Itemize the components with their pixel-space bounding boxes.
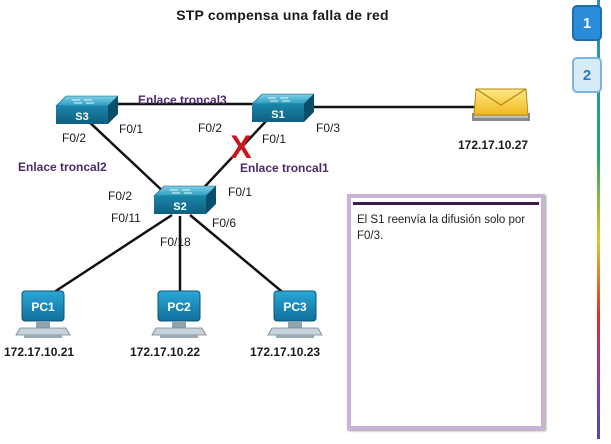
port-s2-f06: F0/6 (212, 216, 236, 230)
port-s2-f01: F0/1 (228, 185, 252, 199)
port-s2-f02: F0/2 (108, 189, 132, 203)
pc3-ip: 172.17.10.23 (250, 345, 320, 359)
slide-progress-strip (597, 0, 600, 439)
port-s1-f02: F0/2 (198, 121, 222, 135)
slide-2-button[interactable]: 2 (572, 57, 602, 93)
links (41, 102, 482, 302)
pc2-icon[interactable]: PC2 (151, 290, 207, 338)
port-s3-f02: F0/2 (62, 131, 86, 145)
label-trunk3: Enlace troncal3 (138, 93, 227, 107)
link-s1-s2-trunk1 (195, 118, 269, 197)
switch-s2-label: S2 (173, 201, 186, 213)
link-failure-x-icon: X (230, 129, 252, 165)
switch-s1-label: S1 (271, 109, 284, 121)
switch-s3[interactable]: S3 (55, 95, 119, 124)
port-s2-f011: F0/11 (111, 211, 141, 225)
link-s2-pc3 (189, 214, 293, 301)
switch-s3-label: S3 (75, 111, 88, 123)
label-trunk2: Enlace troncal2 (18, 160, 107, 174)
pc1-label: PC1 (31, 300, 55, 314)
link-s3-s2-trunk2 (84, 117, 169, 197)
switch-s1[interactable]: S1 (251, 93, 315, 122)
pc3-icon[interactable]: PC3 (267, 290, 323, 338)
pc3-label: PC3 (283, 300, 307, 314)
email-host-ip: 172.17.10.27 (458, 138, 528, 152)
port-s1-f01: F0/1 (262, 132, 286, 146)
pc2-label: PC2 (167, 300, 191, 314)
email-host-icon[interactable] (472, 88, 530, 121)
note-header-bar (353, 202, 539, 205)
port-s3-f01: F0/1 (119, 122, 143, 136)
diagram-title: STP compensa una falla de red (176, 7, 389, 23)
link-s2-pc1 (41, 213, 173, 302)
explanation-note: El S1 reenvía la difusión solo por F0/3. (347, 194, 545, 430)
port-s1-f03: F0/3 (316, 121, 340, 135)
pc2-ip: 172.17.10.22 (130, 345, 200, 359)
slide-1-button[interactable]: 1 (572, 5, 602, 41)
switch-s2[interactable]: S2 (153, 185, 217, 214)
label-trunk1: Enlace troncal1 (240, 161, 329, 175)
note-text: El S1 reenvía la difusión solo por F0/3. (357, 214, 526, 242)
pc1-icon[interactable]: PC1 (15, 290, 71, 338)
port-s2-f018: F0/18 (160, 235, 191, 249)
pc1-ip: 172.17.10.21 (4, 345, 74, 359)
